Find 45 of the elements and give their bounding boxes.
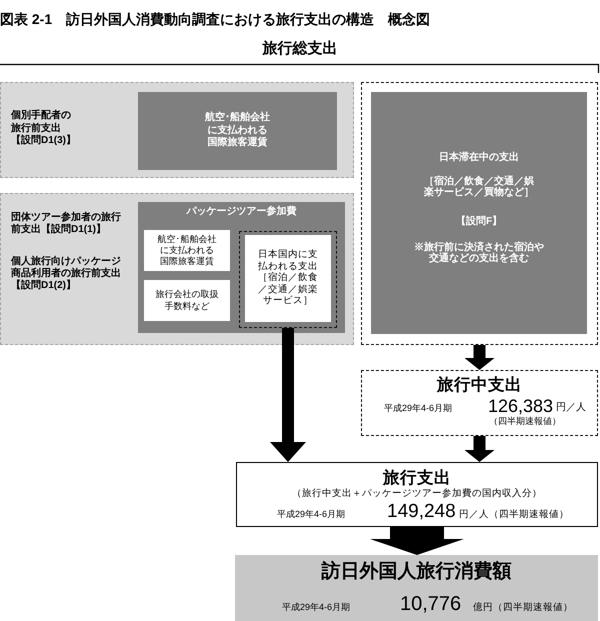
total-box: [361, 370, 598, 436]
unit-label: 円／人: [556, 402, 586, 414]
item-box: [144, 280, 230, 321]
box-heading: 日本滞在中の支出: [439, 152, 519, 163]
item-box: [144, 230, 230, 271]
package-box: [138, 202, 345, 333]
note-text: （旅行中支出＋パッケージツアー参加費の国内収入分）: [292, 488, 542, 500]
note-text: （四半期速報値）: [489, 416, 561, 427]
block-arrow: [464, 436, 494, 462]
box-label: 【設問F】: [456, 216, 502, 227]
unit-label: 億円（四半期速報値）: [473, 602, 573, 614]
amount-value: 10,776: [400, 592, 462, 616]
period-label: 平成29年4-6月期: [277, 509, 346, 520]
block-arrow: [270, 328, 306, 462]
total-box: [236, 462, 598, 527]
period-label: 平成29年4-6月期: [384, 403, 452, 414]
box-heading: 旅行中支出: [437, 374, 522, 394]
box-label: 日本国内に支払われる支出［宿泊／飲食／交通／娯楽サービス］: [257, 249, 319, 306]
expense-box: [138, 92, 337, 170]
unit-label: 円／人（四半期速報値）: [459, 509, 569, 520]
box-label: 航空･船舶会社に支払われる国際旅客運賃: [157, 234, 217, 267]
dashed-box: [361, 82, 598, 345]
block-arrow: [370, 527, 464, 555]
item-box: [245, 235, 331, 322]
box-label: ［宿泊／飲食／交通／娯楽サービス／買物など］: [423, 176, 535, 198]
dashed-box: [239, 231, 337, 328]
box-label: 航空･船舶会社に支払われる国際旅客運賃: [204, 112, 270, 150]
amount-value: 126,383: [488, 394, 554, 416]
box-heading: 訪日外国人旅行消費額: [322, 560, 512, 582]
category-panel: [0, 193, 354, 345]
period-label: 平成29年4-6月期: [282, 602, 350, 613]
box-heading: パッケージツアー参加費: [186, 206, 296, 218]
category-panel: [0, 82, 354, 178]
block-arrow: [464, 345, 494, 370]
box-heading: 旅行支出: [383, 468, 451, 488]
panel-label: 個人旅行向けパッケージ商品利用者の旅行前支出【設問D1(2)】: [11, 256, 122, 292]
note-text: ※旅行前に決済された宿泊や交通などの支出を含む: [413, 242, 545, 264]
bracket-heading: 旅行総支出: [262, 40, 338, 58]
amount-value: 149,248: [387, 500, 456, 523]
expense-box: [371, 92, 587, 334]
result-box: [235, 555, 598, 621]
panel-label: 個別手配者の旅行前支出【設問D1(3)】: [11, 110, 78, 148]
box-label: 旅行会社の取扱手数料など: [154, 288, 220, 312]
figure-title: 図表 2-1 訪日外国人消費動向調査における旅行支出の構造 概念図: [0, 11, 430, 28]
panel-label: 団体ツアー参加者の旅行前支出【設問D1(1)】: [11, 212, 122, 236]
